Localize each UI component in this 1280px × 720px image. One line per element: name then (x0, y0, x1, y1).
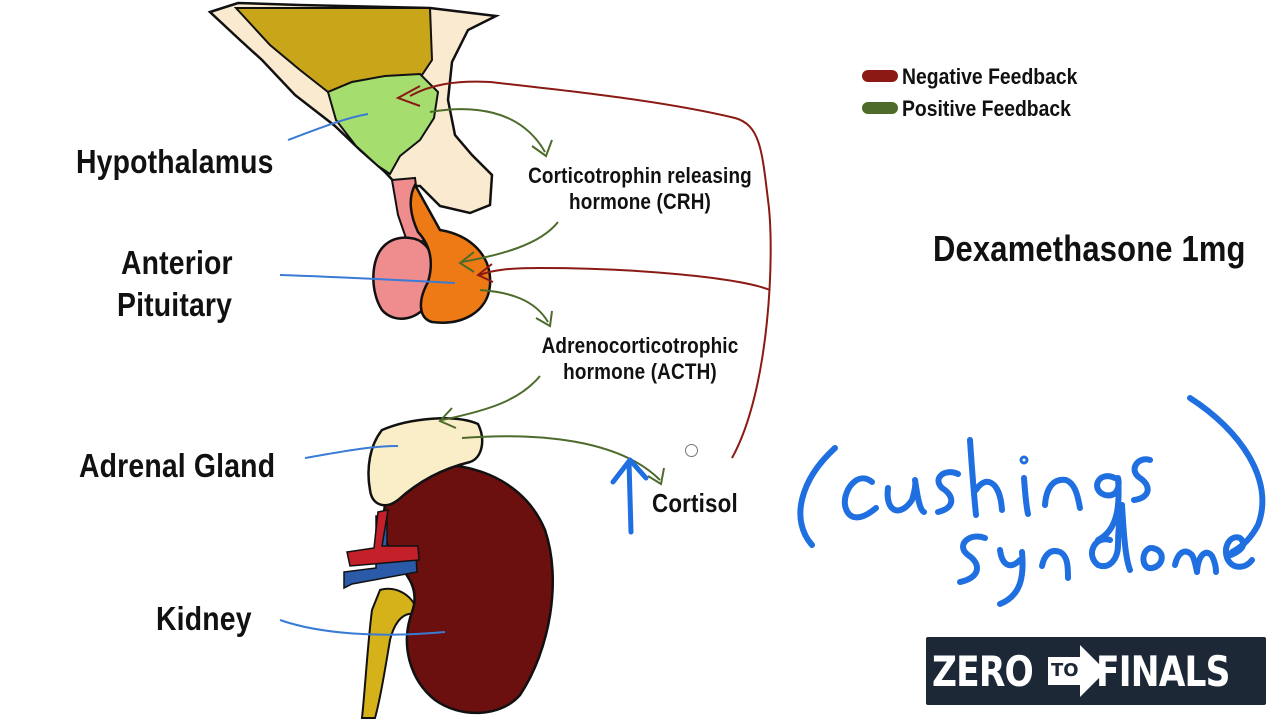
anterior-pituitary-label-line2: Pituitary (117, 286, 233, 323)
positive-feedback-swatch (862, 102, 898, 114)
positive-feedback-label: Positive Feedback (902, 96, 1071, 121)
logo-zero-text: ZERO (932, 647, 1034, 696)
adrenal-gland-shape (367, 417, 484, 507)
crh-label: Corticotrophin releasing hormone (CRH) (524, 163, 756, 216)
crh-label-line2: hormone (CRH) (568, 189, 712, 215)
hypothalamus-region (326, 72, 440, 176)
anterior-pituitary-gland (409, 182, 492, 324)
cortisol-increase-arrow (610, 457, 649, 535)
negative-feedback-label: Negative Feedback (902, 64, 1078, 89)
crh-label-line1: Corticotrophin releasing (528, 163, 752, 188)
logo-to-text: TO (1051, 660, 1079, 681)
negative-feedback-swatch (862, 70, 898, 82)
acth-to-adrenal-arrowhead (438, 407, 457, 429)
blood-vessel-artery (346, 509, 420, 567)
kidney-pointer (279, 619, 446, 636)
negative-feedback-line-pituitary (479, 266, 771, 291)
negative-feedback-line (409, 80, 772, 459)
cushings-syndrome-handwriting (797, 395, 1266, 607)
acth-label-line1: Adrenocorticotrophic (541, 333, 739, 358)
negative-feedback-arrowhead-pituitary (476, 263, 494, 283)
kidney-label: Kidney (156, 600, 252, 637)
acth-arrow (479, 289, 549, 323)
cortisol-label: Cortisol (652, 488, 738, 518)
acth-to-adrenal-arrow (441, 375, 541, 421)
crh-arrow (429, 108, 546, 153)
adrenal-gland-pointer (304, 445, 399, 459)
adrenal-gland-label: Adrenal Gland (79, 447, 276, 484)
acth-label: Adrenocorticotrophic hormone (ACTH) (533, 333, 748, 386)
acth-label-line2: hormone (ACTH) (563, 359, 717, 385)
kidney-shape (382, 463, 554, 715)
crh-arrowhead (531, 139, 553, 158)
anterior-pituitary-pointer (279, 274, 456, 284)
crh-to-pituitary-arrowhead (458, 251, 475, 273)
cursor-indicator (685, 444, 698, 457)
cortisol-arrowhead (647, 467, 665, 486)
negative-feedback-arrowhead-hypothalamus (395, 85, 421, 107)
cortisol-arrow (461, 435, 661, 481)
logo-arrow-icon (1048, 645, 1106, 697)
anterior-pituitary-label-line1: Anterior (121, 244, 233, 281)
hypothalamus-label: Hypothalamus (76, 143, 274, 180)
acth-arrowhead (535, 310, 553, 328)
crh-to-pituitary-arrow (461, 221, 559, 263)
zero-to-finals-logo: ZERO TO FINALS (926, 637, 1266, 705)
logo-finals-text: FINALS (1096, 647, 1230, 696)
hypothalamus-pointer (287, 113, 369, 141)
dexamethasone-title: Dexamethasone 1mg (933, 228, 1246, 269)
